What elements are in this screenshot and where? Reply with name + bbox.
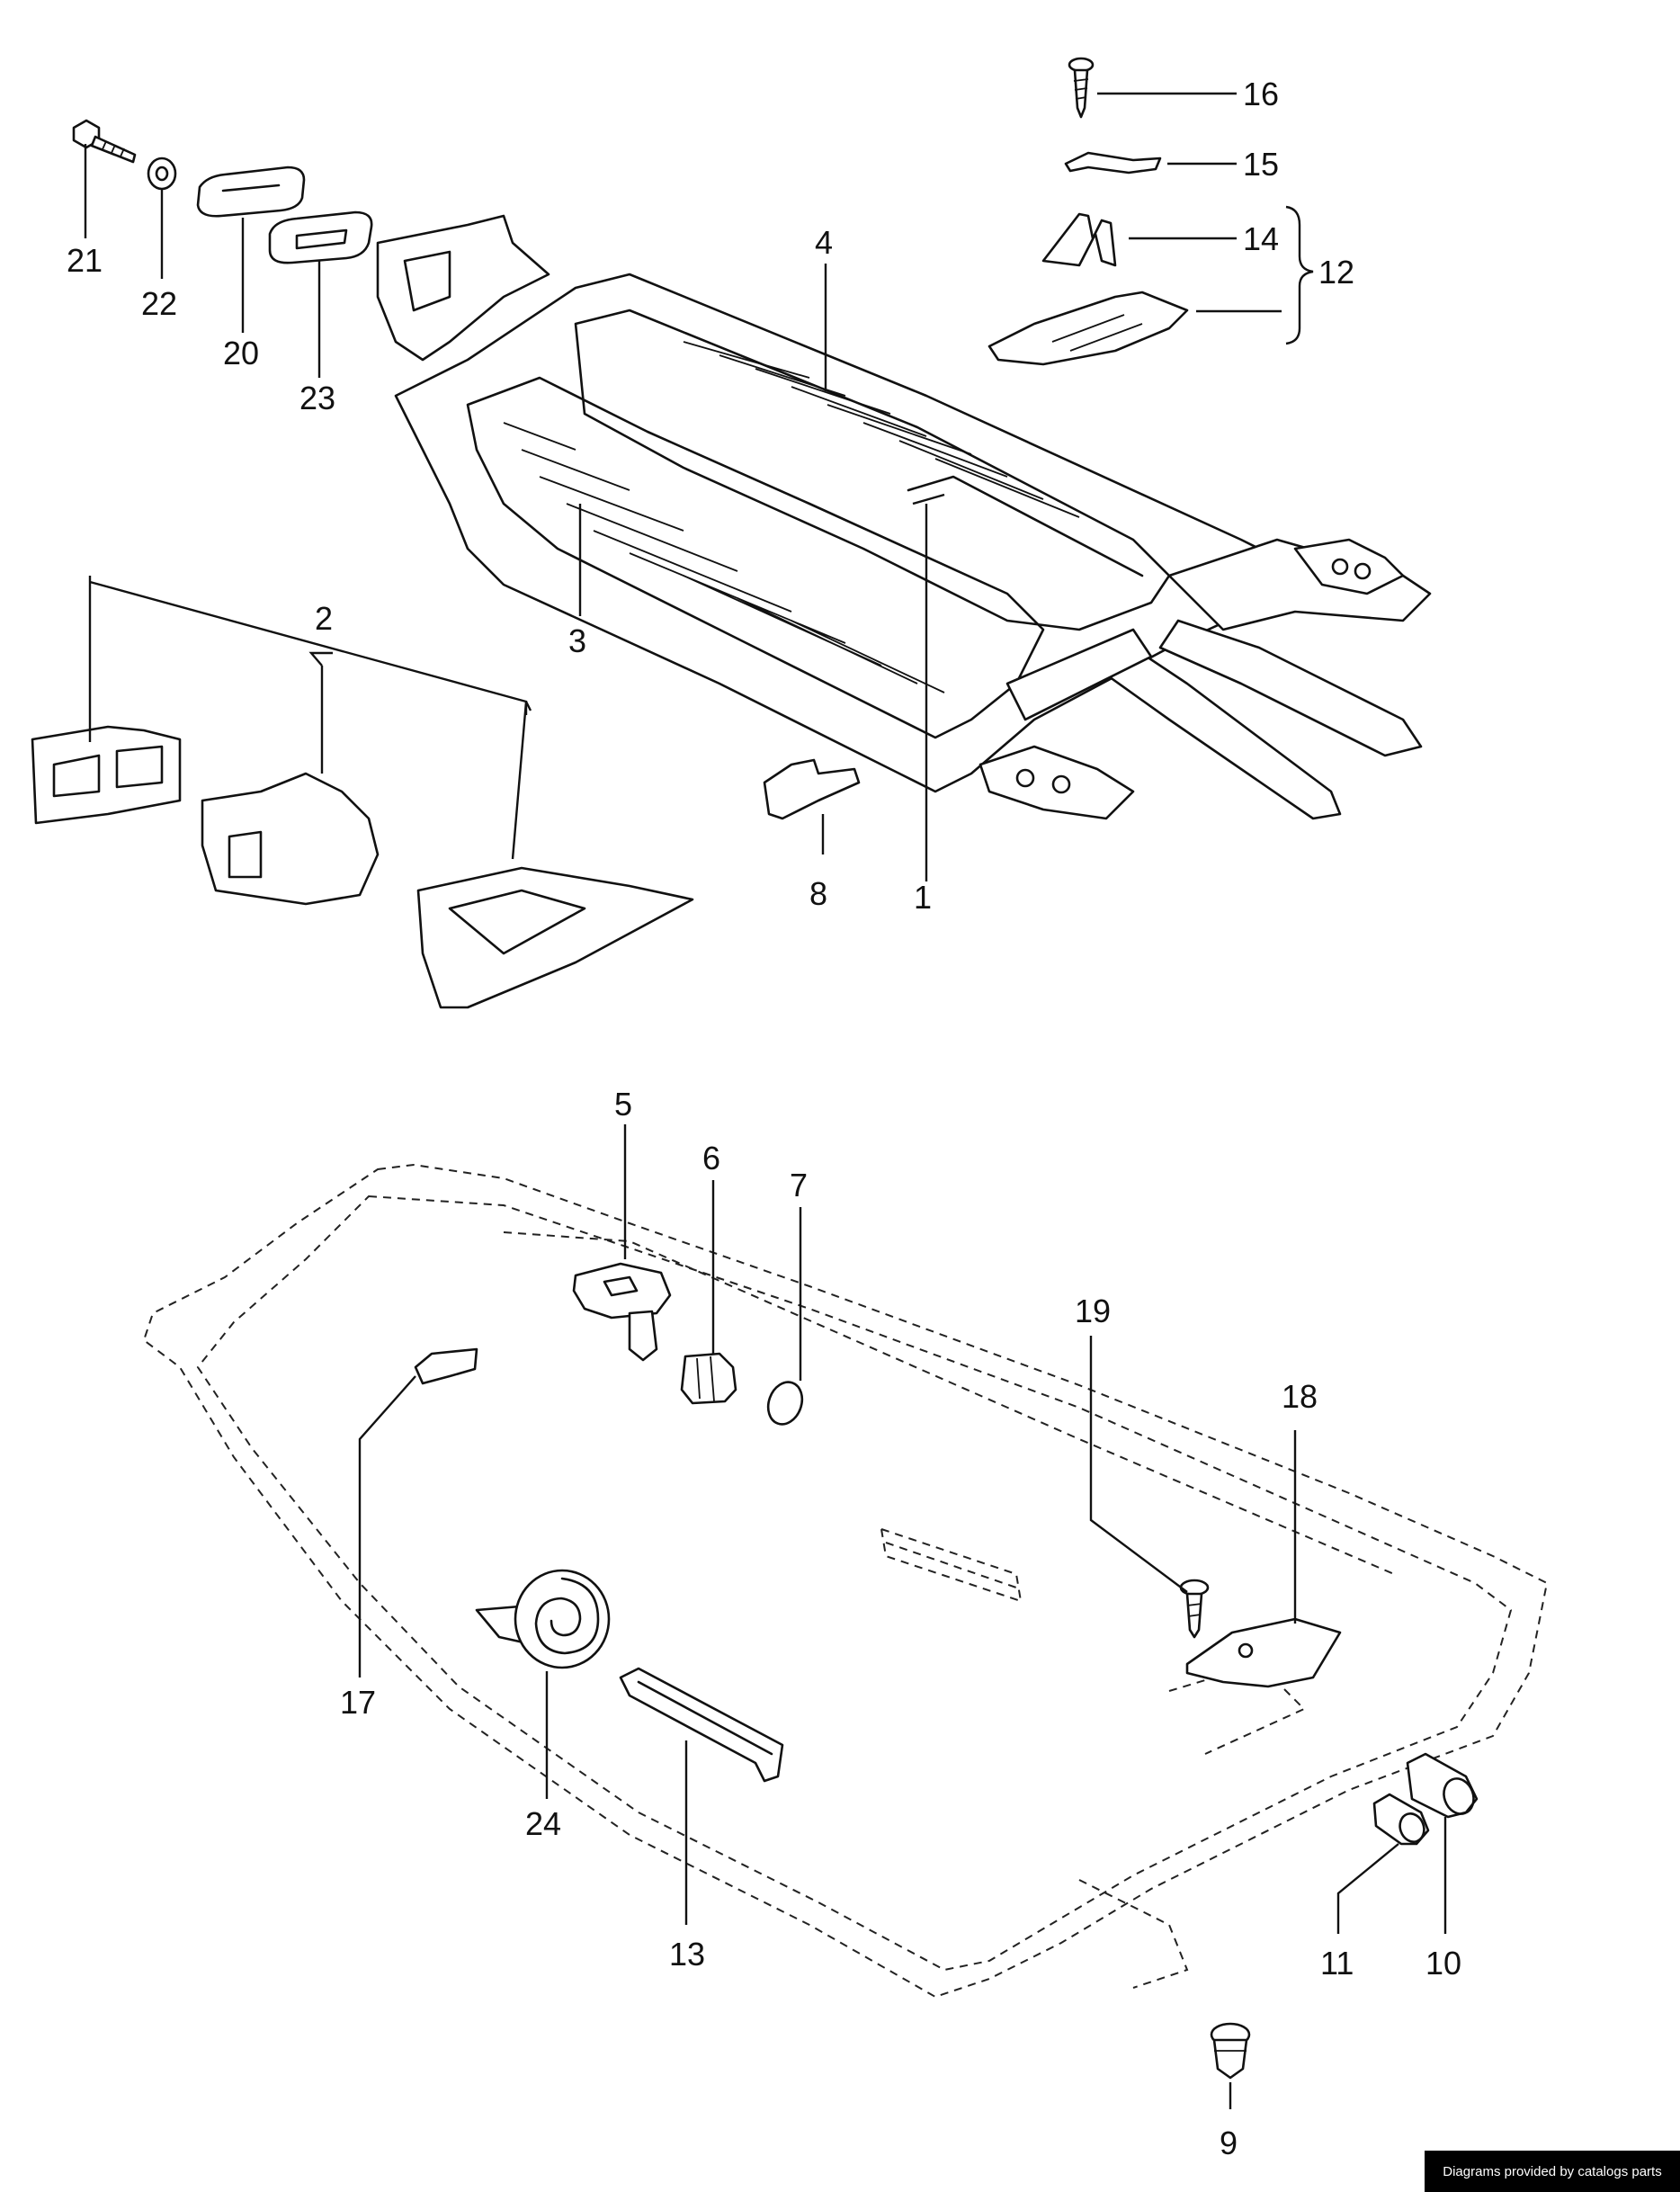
callout-17: 17 [340,1684,376,1721]
part-11-bushing [1372,1793,1430,1846]
part-24-roll [475,1569,611,1669]
callout-21: 21 [67,242,103,279]
part-23-seal [268,210,373,264]
callout-18: 18 [1282,1378,1318,1415]
part-19-screw [1179,1579,1210,1639]
part-6-mount [680,1352,737,1405]
part-21-bolt [72,119,137,164]
callout-14: 14 [1243,220,1279,257]
callout-1: 1 [914,879,932,916]
part-13-strip [619,1667,784,1783]
part-20-grommet [196,166,306,218]
callout-13: 13 [669,1936,705,1973]
part-7-ring [766,1381,804,1426]
callout-labels: 1 2 3 4 5 6 7 8 9 10 11 12 13 14 15 16 1… [67,76,1461,2161]
part-17-clip [414,1347,478,1385]
part-18-cover [1185,1617,1342,1688]
callout-5: 5 [614,1086,632,1123]
callout-19: 19 [1075,1293,1111,1329]
callout-23: 23 [299,380,335,416]
callout-7: 7 [790,1167,808,1203]
callout-4: 4 [815,224,833,261]
callout-11: 11 [1320,1945,1354,1982]
part-8-bracket [763,758,861,820]
part-2-front-sections [31,725,694,1009]
callout-3: 3 [568,622,586,659]
part-16-screw [1068,57,1095,119]
callout-12: 12 [1318,254,1354,291]
callout-16: 16 [1243,76,1279,112]
callout-2: 2 [315,600,333,637]
part-15-clip [1064,151,1162,174]
callout-10: 10 [1425,1945,1461,1982]
part-9-plug [1210,2022,1251,2080]
callout-22: 22 [141,285,177,322]
credit-badge: Diagrams provided by catalogs parts [1425,2151,1680,2192]
callout-8: 8 [809,875,827,912]
part-5-bracket [572,1262,672,1362]
callout-20: 20 [223,335,259,371]
part-10-bushing [1406,1752,1479,1819]
part-22-washer [147,157,177,191]
leader-lines [84,92,1447,2109]
part-12-assembly [987,212,1189,366]
floor-pan-assembly [376,214,1432,820]
callout-15: 15 [1243,146,1279,183]
callout-6: 6 [702,1140,720,1177]
dashed-floor-outline [142,1163,1549,1999]
callout-9: 9 [1220,2125,1238,2161]
callout-24: 24 [525,1805,561,1842]
